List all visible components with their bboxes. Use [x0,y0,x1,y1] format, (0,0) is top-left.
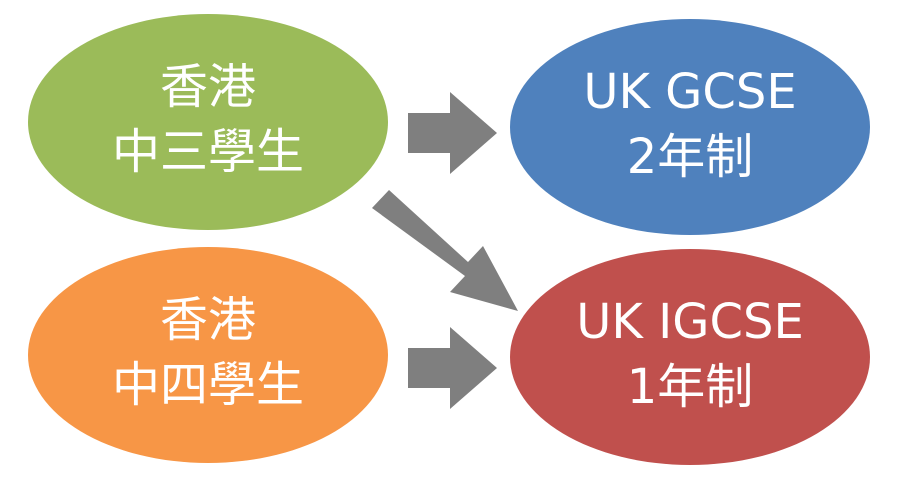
node-uk-igcse-line1: UK IGCSE [576,294,804,350]
node-uk-gcse-line2: 2年制 [627,129,754,185]
arrow-f3-to-igcse [372,190,518,311]
node-uk-gcse [510,19,870,235]
node-hk-form3-line1: 香港 [160,59,256,115]
node-uk-igcse-line2: 1年制 [627,359,754,415]
node-hk-form3-line2: 中三學生 [112,124,304,180]
node-hk-form3 [28,14,388,230]
node-hk-form4-line2: 中四學生 [112,357,304,413]
node-uk-gcse-line1: UK GCSE [583,64,796,120]
node-hk-form4-line1: 香港 [160,292,256,348]
node-uk-igcse [510,249,870,465]
arrow-f4-to-igcse [408,327,497,409]
node-hk-form4 [28,247,388,463]
arrow-f3-to-gcse [408,92,497,174]
